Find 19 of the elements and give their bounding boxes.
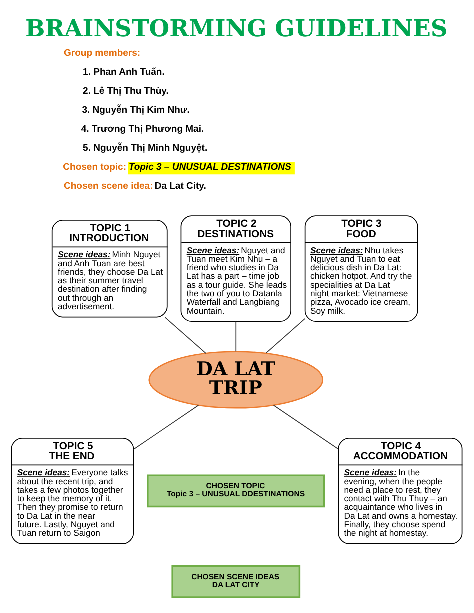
label: Group members: [64, 48, 141, 59]
label: 5. Nguyễn Thị Minh Nguyệt. [83, 143, 208, 154]
connector [273, 405, 339, 450]
diagram-title: BRAINSTORMING GUIDELINES [26, 14, 448, 43]
label: Da Lat City. [154, 181, 206, 192]
connector [266, 318, 306, 354]
connector [133, 405, 200, 450]
node-box: CHOSEN TOPIC Topic 3 – UNUSUAL DDESTINATIONS [147, 474, 326, 508]
label: 3. Nguyễn Thị Kim Như. [82, 105, 190, 116]
connector [236, 321, 237, 352]
node-ellipse: DA LAT TRIP [148, 351, 324, 409]
node-box: CHOSEN SCENE IDEAS DA LAT CITY [172, 566, 301, 598]
label: Chosen scene idea: [64, 181, 154, 192]
label: 1. Phan Anh Tuấn. [83, 66, 165, 78]
connector [164, 317, 207, 354]
label: 2. Lê Thị Thu Thùy. [83, 86, 169, 97]
label: Topic 3 – UNUSUAL DESTINATIONS [128, 162, 292, 174]
label: 4. Trương Thị Phương Mai. [81, 124, 204, 136]
label: Chosen topic: [63, 162, 127, 174]
